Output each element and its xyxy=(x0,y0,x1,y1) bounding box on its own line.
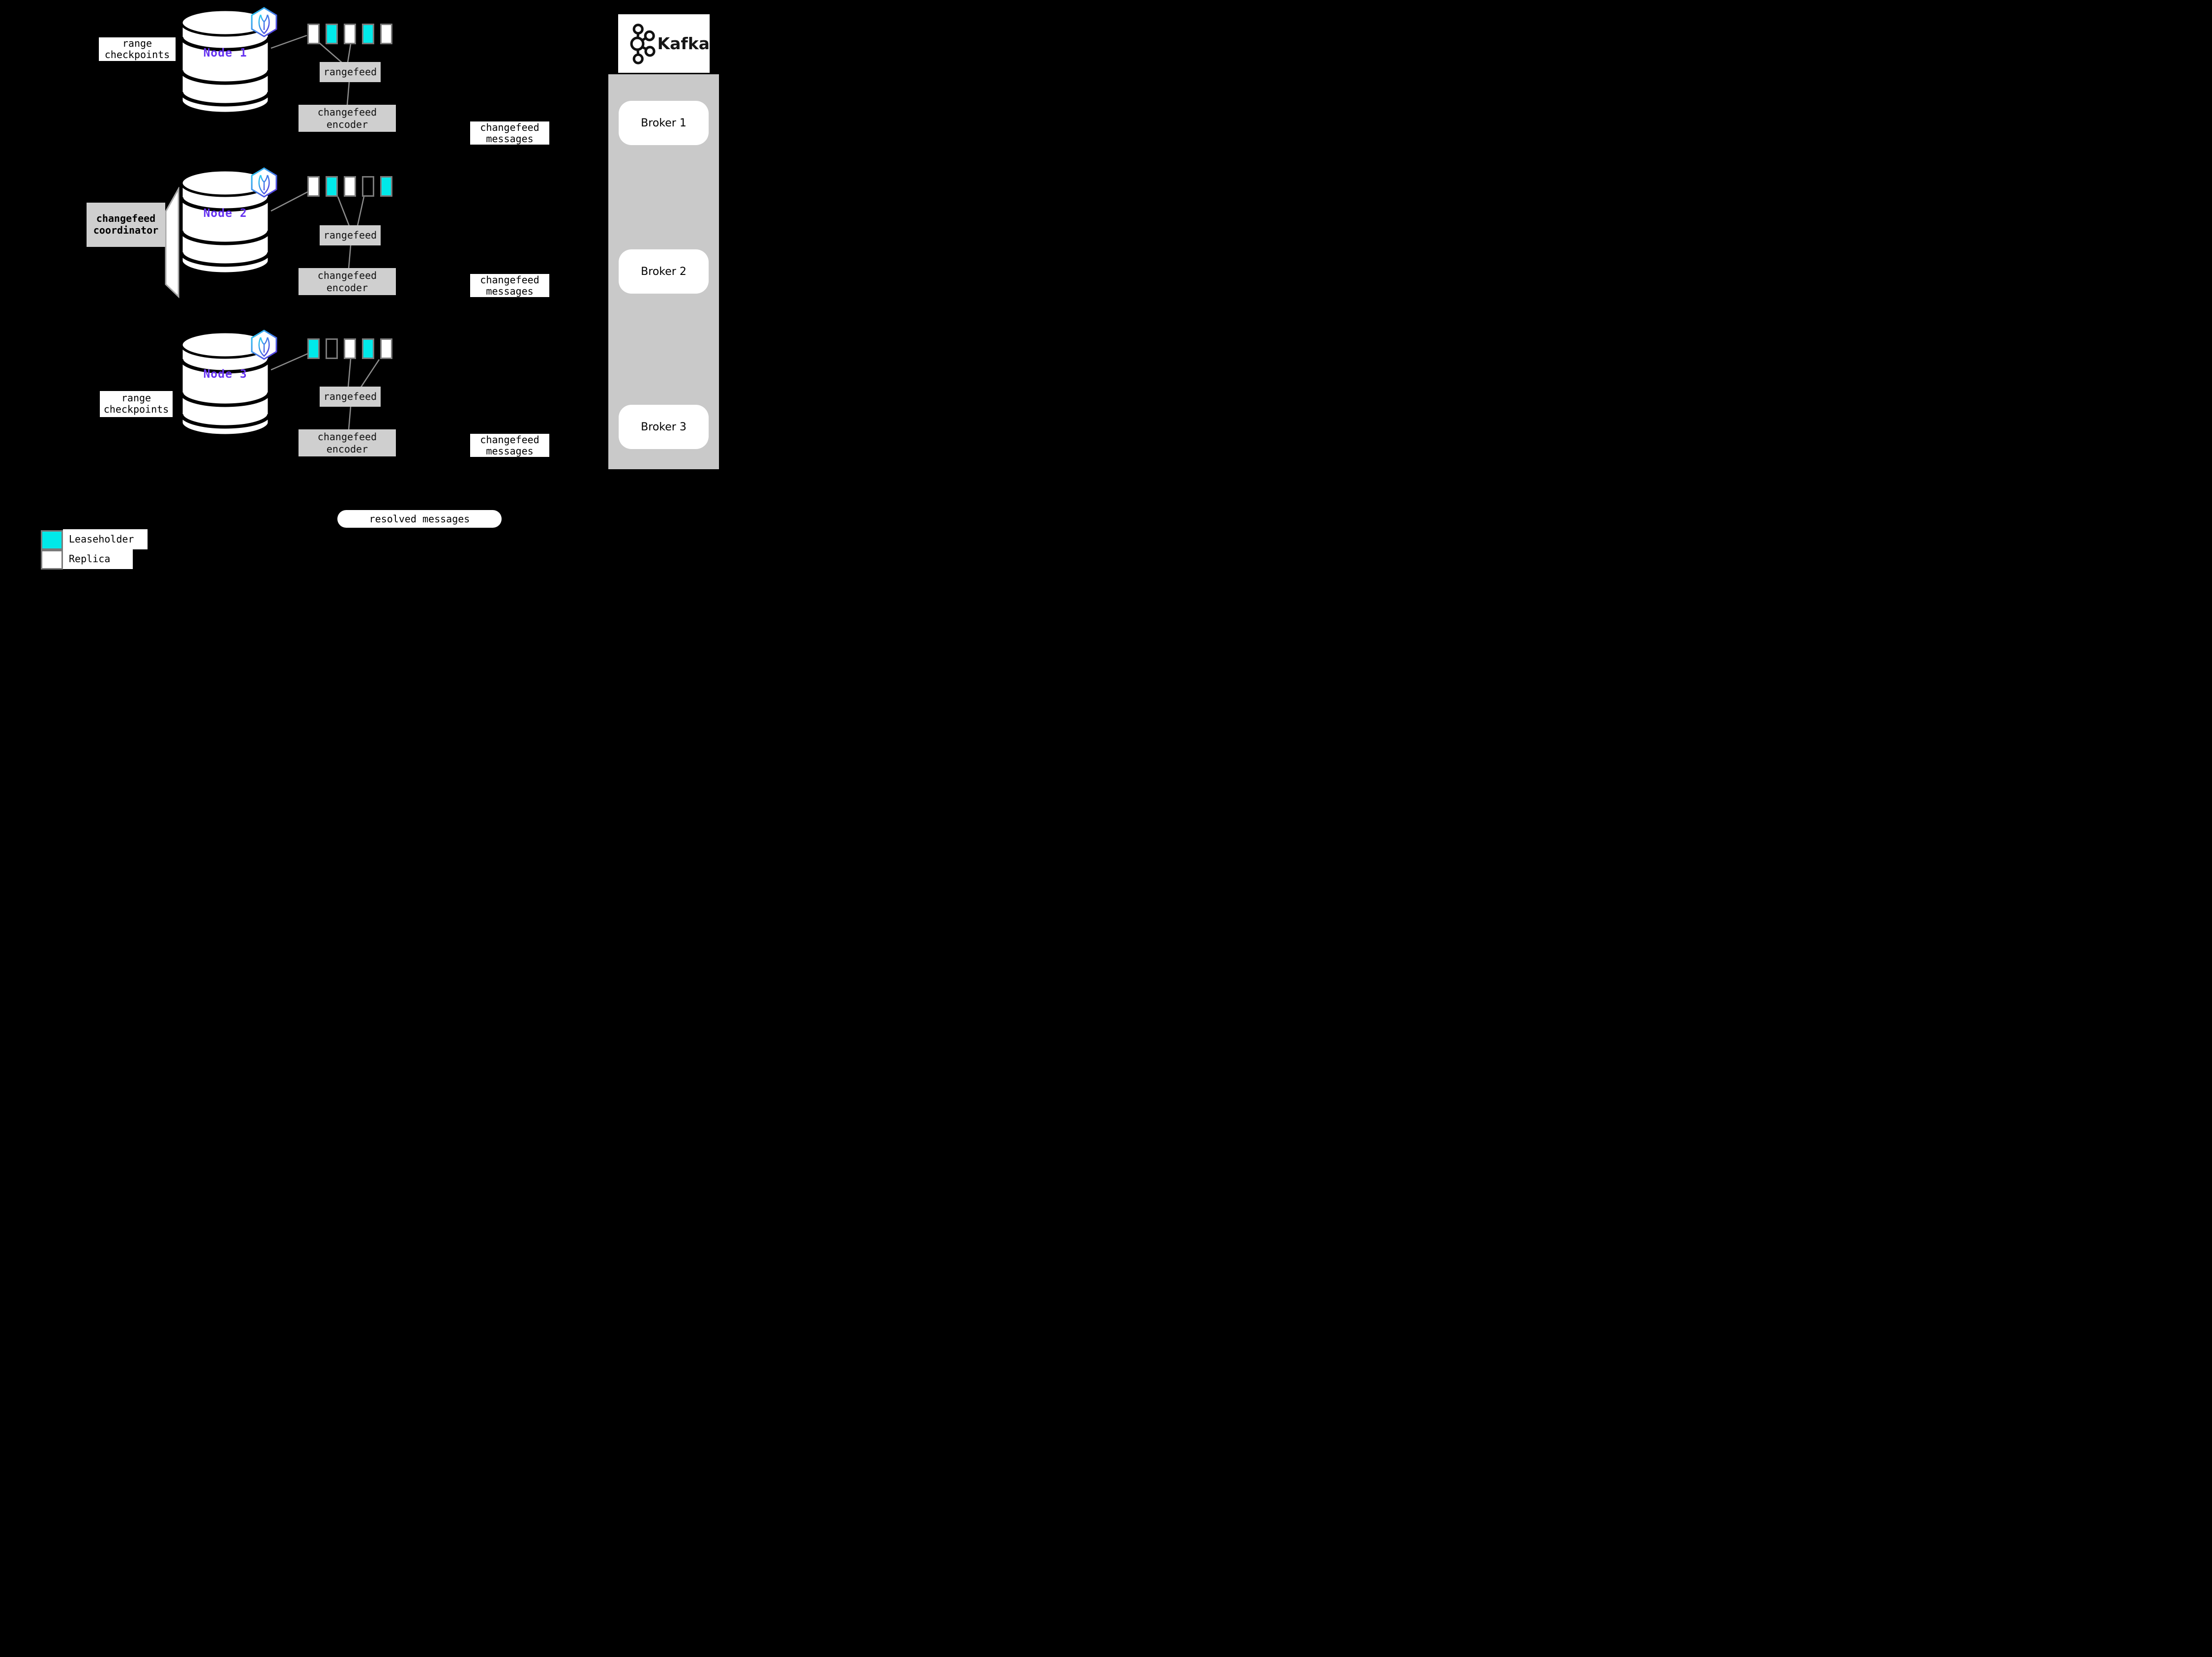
line-rangefeed-to-encoder-3 xyxy=(348,406,352,430)
range-checkpoints-label-1: range checkpoints xyxy=(99,37,176,61)
changefeed-messages-label-2: changefeed messages xyxy=(470,274,549,297)
node2-label: Node 2 xyxy=(203,207,247,220)
rangefeed-box-node2: rangefeed xyxy=(320,225,381,245)
range-cell-leaseholder xyxy=(380,176,392,197)
rangefeed-box-node3: rangefeed xyxy=(320,387,381,407)
broker-2-box: Broker 2 xyxy=(619,249,709,294)
messages-line1: changefeed xyxy=(480,434,539,446)
kafka-broker-container: Broker 1 Broker 2 Broker 3 xyxy=(608,74,719,469)
database-cylinder-node1 xyxy=(179,8,271,115)
line-range-to-rangefeed-3a xyxy=(347,359,352,388)
range-cell-replica xyxy=(344,338,356,359)
database-cylinder-node3 xyxy=(179,331,271,437)
encoder-line2: encoder xyxy=(326,119,368,130)
range-cell-replica xyxy=(344,176,356,197)
line-rangefeed-to-encoder-2 xyxy=(348,245,352,269)
range-cell-replica xyxy=(380,24,392,44)
broker-1-box: Broker 1 xyxy=(619,101,709,145)
encoder-line2: encoder xyxy=(326,443,368,455)
line-range-to-rangefeed-2b xyxy=(357,196,365,226)
range-row-node1 xyxy=(307,24,392,44)
range-cell-leaseholder xyxy=(326,24,338,44)
line-node3-to-ranges xyxy=(270,353,308,371)
range-cell-leaseholder xyxy=(362,338,374,359)
legend-leaseholder-label: Leaseholder xyxy=(63,529,148,549)
line-rangefeed-to-encoder-1 xyxy=(346,82,350,106)
range-cell-replica xyxy=(307,176,320,197)
changefeed-architecture-diagram: Node 1 rangefeed changefeed encoder chan… xyxy=(0,0,771,577)
range-cell-leaseholder xyxy=(362,24,374,44)
broker-3-box: Broker 3 xyxy=(619,405,709,449)
coordinator-line1: changefeed xyxy=(96,212,156,224)
changefeed-messages-label-1: changefeed messages xyxy=(470,121,549,145)
checkpoints-line1: range xyxy=(121,392,151,404)
encoder-line2: encoder xyxy=(326,282,368,294)
resolved-messages-pill: resolved messages xyxy=(337,510,502,528)
range-cell-empty xyxy=(362,176,374,197)
node1-label: Node 1 xyxy=(203,47,247,60)
kafka-logo-box: Kafka xyxy=(618,14,710,73)
line-node1-to-ranges xyxy=(270,34,307,49)
node3-label: Node 3 xyxy=(203,368,247,381)
legend-replica-label: Replica xyxy=(63,549,133,569)
changefeed-messages-label-3: changefeed messages xyxy=(470,434,549,457)
changefeed-encoder-box-node3: changefeed encoder xyxy=(299,429,396,456)
line-range-to-rangefeed-1b xyxy=(347,44,352,63)
changefeed-encoder-box-node1: changefeed encoder xyxy=(299,105,396,132)
range-cell-leaseholder xyxy=(326,176,338,197)
line-range-to-rangefeed-1a xyxy=(319,42,342,63)
messages-line1: changefeed xyxy=(480,121,539,133)
range-cell-empty xyxy=(326,338,338,359)
checkpoints-line1: range xyxy=(122,37,152,49)
kafka-brand-label: Kafka xyxy=(657,34,710,53)
changefeed-coordinator-box: changefeed coordinator xyxy=(87,203,165,247)
rangefeed-box-node1: rangefeed xyxy=(320,62,381,82)
line-range-to-rangefeed-2a xyxy=(337,196,350,226)
changefeed-encoder-box-node2: changefeed encoder xyxy=(299,268,396,295)
database-cylinder-node2 xyxy=(179,169,271,275)
range-checkpoints-label-3: range checkpoints xyxy=(100,391,173,417)
cockroachdb-icon-node1 xyxy=(251,7,277,37)
messages-line1: changefeed xyxy=(480,274,539,286)
legend-replica-swatch xyxy=(41,550,63,570)
range-row-node2 xyxy=(307,176,392,197)
range-cell-replica xyxy=(344,24,356,44)
range-cell-replica xyxy=(380,338,392,359)
checkpoints-line2: checkpoints xyxy=(104,49,170,60)
legend-leaseholder-swatch xyxy=(41,530,63,550)
kafka-logo-icon xyxy=(630,23,656,64)
range-row-node3 xyxy=(307,338,392,359)
cockroachdb-icon-node3 xyxy=(251,330,277,360)
coordinator-flag-shape xyxy=(165,187,179,299)
coordinator-line2: coordinator xyxy=(93,224,159,236)
encoder-line1: changefeed xyxy=(317,106,377,118)
encoder-line1: changefeed xyxy=(317,431,377,443)
line-node2-to-ranges xyxy=(270,191,308,212)
encoder-line1: changefeed xyxy=(317,270,377,281)
messages-line2: messages xyxy=(486,133,534,145)
range-cell-leaseholder xyxy=(307,338,320,359)
messages-line2: messages xyxy=(486,445,534,457)
line-range-to-rangefeed-3b xyxy=(360,359,380,388)
messages-line2: messages xyxy=(486,285,534,297)
checkpoints-line2: checkpoints xyxy=(103,403,169,415)
cockroachdb-icon-node2 xyxy=(251,167,277,198)
range-cell-replica xyxy=(307,24,320,44)
